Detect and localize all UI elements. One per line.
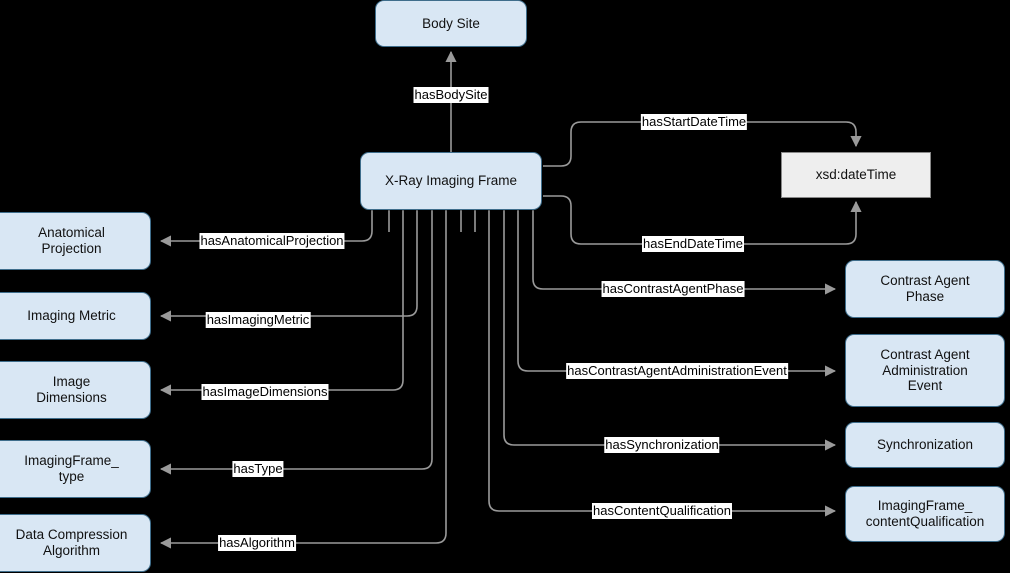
edge-label-has-body-site: hasBodySite xyxy=(413,87,489,103)
node-body-site[interactable]: Body Site xyxy=(375,0,527,47)
node-anatomical-projection[interactable]: Anatomical Projection xyxy=(0,212,151,270)
edge-has-contrast-agent-phase xyxy=(532,210,837,295)
edge-has-image-dimensions xyxy=(159,210,404,396)
edge-has-type xyxy=(159,210,433,475)
edge-label-has-synchronization: hasSynchronization xyxy=(604,437,720,453)
node-image-dimensions[interactable]: Image Dimensions xyxy=(0,361,151,419)
edge-label-has-type: hasType xyxy=(232,461,284,477)
edge-label-has-contrast-agent-administration-event: hasContrastAgentAdministrationEvent xyxy=(566,363,788,379)
node-synchronization[interactable]: Synchronization xyxy=(845,422,1005,468)
edge-has-end-date-time xyxy=(543,195,862,245)
edge-has-anatomical-projection xyxy=(159,210,373,247)
node-imaging-metric[interactable]: Imaging Metric xyxy=(0,292,151,340)
edge-label-has-content-qualification: hasContentQualification xyxy=(591,503,733,519)
edge-has-algorithm xyxy=(159,210,447,549)
node-imagingframe-type[interactable]: ImagingFrame_ type xyxy=(0,440,151,498)
node-imagingframe-contentqualification[interactable]: ImagingFrame_ contentQualification xyxy=(845,486,1005,542)
edge-has-content-qualification xyxy=(488,210,837,517)
edge-label-has-start-date-time: hasStartDateTime xyxy=(640,114,748,130)
edge-label-has-anatomical-projection: hasAnatomicalProjection xyxy=(199,233,345,249)
node-contrast-agent-phase[interactable]: Contrast Agent Phase xyxy=(845,260,1005,318)
edge-label-has-imaging-metric: hasImagingMetric xyxy=(205,312,311,328)
edge-has-start-date-time xyxy=(543,121,862,167)
edge-has-contrast-agent-administration-event xyxy=(517,210,837,377)
edge-label-has-algorithm: hasAlgorithm xyxy=(218,535,296,551)
edge-label-has-end-date-time: hasEndDateTime xyxy=(642,236,744,252)
edge-has-imaging-metric xyxy=(159,210,418,322)
edge-label-has-image-dimensions: hasImageDimensions xyxy=(201,384,329,400)
node-contrast-agent-administration-event[interactable]: Contrast Agent Administration Event xyxy=(845,334,1005,407)
node-xray-imaging-frame[interactable]: X-Ray Imaging Frame xyxy=(360,152,542,210)
edge-label-has-contrast-agent-phase: hasContrastAgentPhase xyxy=(601,281,745,297)
node-xsd-datetime[interactable]: xsd:dateTime xyxy=(781,152,931,198)
node-data-compression-algorithm[interactable]: Data Compression Algorithm xyxy=(0,514,151,572)
edge-has-synchronization xyxy=(503,210,837,451)
